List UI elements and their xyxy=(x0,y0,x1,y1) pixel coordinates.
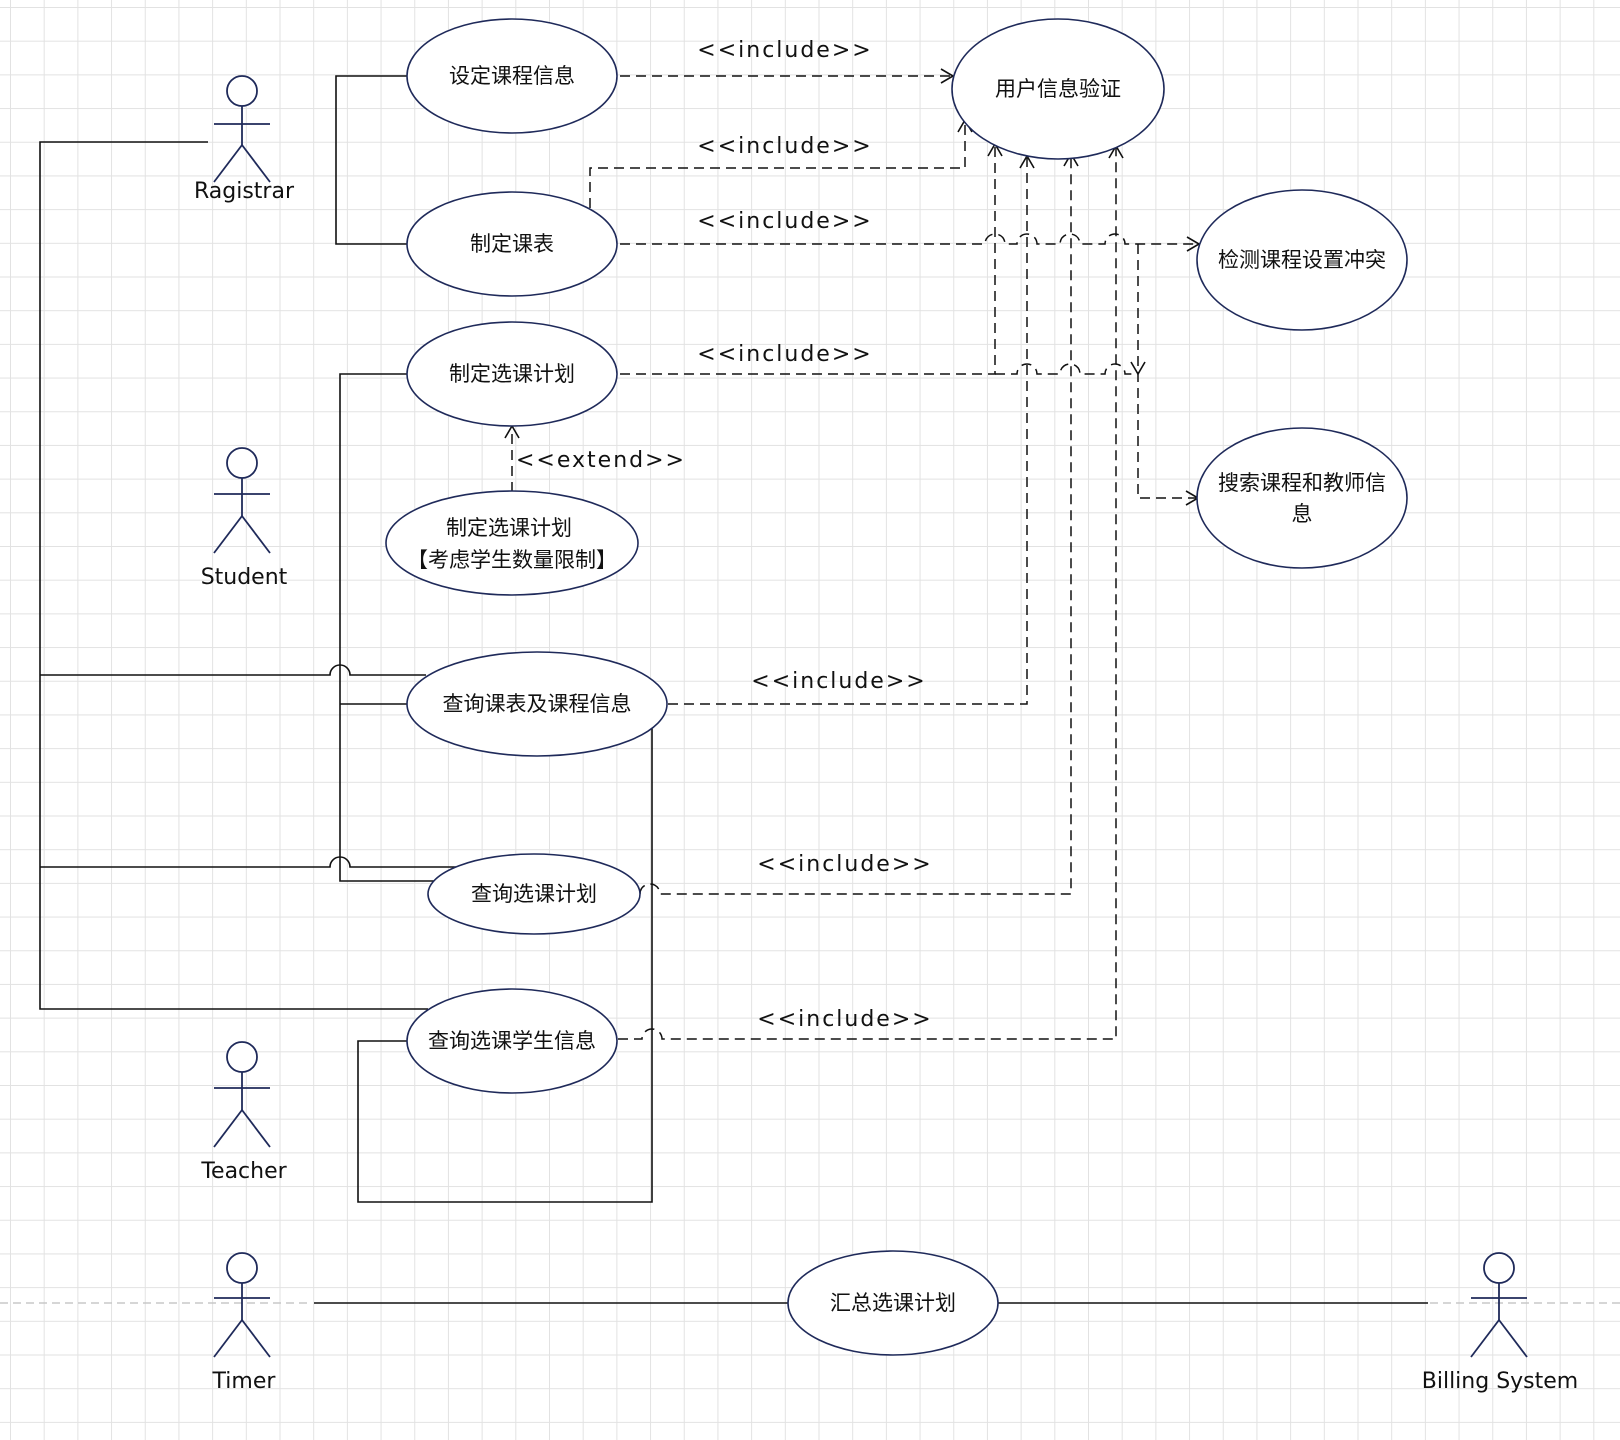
include-label: <<include>> xyxy=(757,1007,932,1032)
stick-figure-icon xyxy=(213,1041,271,1148)
usecase-label: 用户信息验证 xyxy=(995,77,1121,101)
usecase-label: 查询选课计划 xyxy=(471,882,597,906)
usecase-label: 设定课程信息 xyxy=(449,64,575,88)
actor-label: Billing System xyxy=(1422,1369,1578,1394)
include-label: <<include>> xyxy=(757,852,932,877)
actor-registrar[interactable]: Ragistrar xyxy=(194,75,295,204)
usecase-label: 检测课程设置冲突 xyxy=(1218,248,1386,272)
usecase-label-line2: 息 xyxy=(1292,502,1313,526)
assoc-teacher-loop xyxy=(357,724,653,1203)
stick-figure-icon xyxy=(213,447,271,554)
stick-figure-icon xyxy=(213,75,271,183)
include-query-students-to-verify xyxy=(618,148,1117,1040)
usecase-query-plan[interactable]: 查询选课计划 xyxy=(427,853,641,935)
conflict-branch-to-search xyxy=(1137,244,1196,499)
include-schedule-to-verify xyxy=(589,122,966,208)
actor-teacher[interactable]: Teacher xyxy=(200,1041,288,1184)
usecase-user-verify[interactable]: 用户信息验证 xyxy=(951,18,1165,160)
include-label: <<include>> xyxy=(697,134,872,159)
actor-billing-system[interactable]: Billing System xyxy=(1422,1252,1578,1394)
usecase-label: 汇总选课计划 xyxy=(830,1291,956,1315)
usecase-label: 查询选课学生信息 xyxy=(428,1029,596,1053)
actor-label: Ragistrar xyxy=(194,179,295,204)
usecase-query-students[interactable]: 查询选课学生信息 xyxy=(406,988,618,1094)
include-query-schedule-to-verify xyxy=(668,158,1028,705)
assoc-registrar-query-plan xyxy=(40,856,456,868)
include-label: <<include>> xyxy=(697,209,872,234)
usecase-label: 查询课表及课程信息 xyxy=(443,692,632,716)
actor-label: Teacher xyxy=(200,1159,287,1184)
usecase-detect-conflict[interactable]: 检测课程设置冲突 xyxy=(1196,189,1408,331)
actor-student[interactable]: Student xyxy=(201,447,288,590)
usecase-make-schedule[interactable]: 制定课表 xyxy=(406,191,618,297)
usecase-make-plan-limit[interactable]: 制定选课计划 【考虑学生数量限制】 xyxy=(385,490,639,596)
usecase-label-line1: 制定选课计划 xyxy=(446,516,572,540)
arrowhead-search-down xyxy=(1130,361,1146,376)
usecase-label-line2: 【考虑学生数量限制】 xyxy=(407,548,617,572)
include-query-plan-to-verify xyxy=(639,156,1072,895)
assoc-registrar-trunk xyxy=(39,141,428,1010)
include-label: <<include>> xyxy=(751,669,926,694)
assoc-student-plans xyxy=(339,373,446,882)
usecase-summarize-plan[interactable]: 汇总选课计划 xyxy=(787,1250,999,1356)
actor-label: Timer xyxy=(212,1369,277,1394)
include-schedule-to-conflict xyxy=(620,233,1197,245)
include-plan-to-verify xyxy=(620,146,996,375)
stick-figure-icon xyxy=(1470,1252,1528,1358)
extend-label: <<extend>> xyxy=(516,448,686,473)
stick-figure-icon xyxy=(213,1252,271,1358)
assoc-registrar-set-course xyxy=(335,75,408,245)
usecase-make-plan[interactable]: 制定选课计划 xyxy=(406,321,618,427)
usecase-search-info[interactable]: 搜索课程和教师信 息 xyxy=(1196,427,1408,569)
usecase-set-course-info[interactable]: 设定课程信息 xyxy=(406,18,618,134)
usecase-query-schedule[interactable]: 查询课表及课程信息 xyxy=(406,651,668,757)
include-label: <<include>> xyxy=(697,38,872,63)
usecase-label: 制定选课计划 xyxy=(449,362,575,386)
usecase-label-line1: 搜索课程和教师信 xyxy=(1218,471,1386,495)
assoc-registrar-query-schedule xyxy=(40,664,426,676)
usecase-label: 制定课表 xyxy=(470,232,554,256)
include-label: <<include>> xyxy=(697,342,872,367)
actor-timer[interactable]: Timer xyxy=(212,1252,277,1394)
actor-label: Student xyxy=(201,565,288,590)
